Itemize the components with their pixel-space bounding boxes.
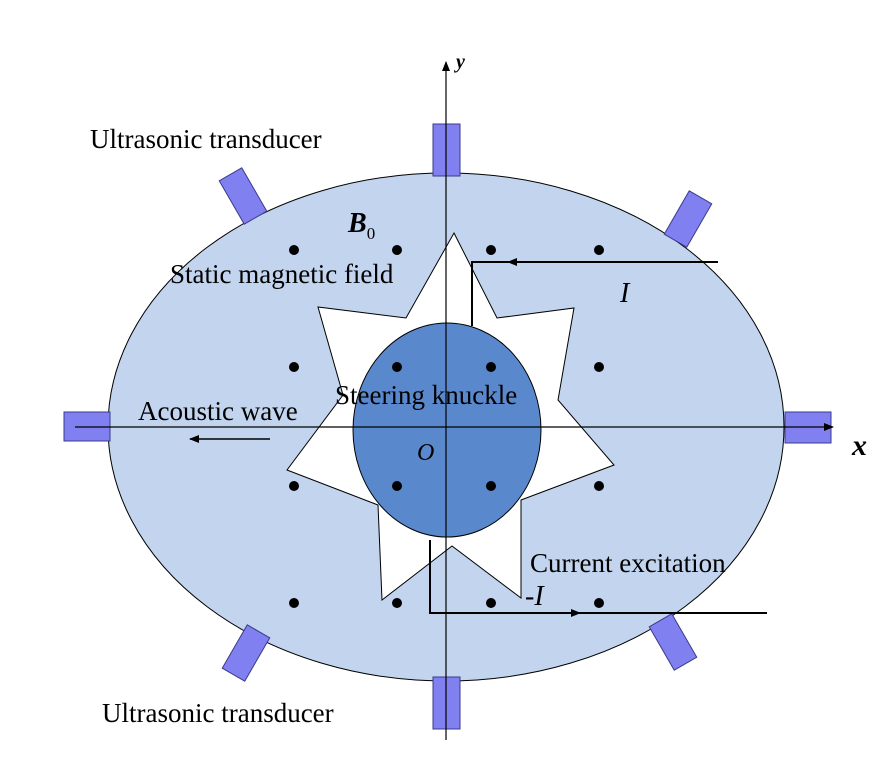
field-dot (594, 362, 604, 372)
field-dot (486, 362, 496, 372)
field-dot (392, 362, 402, 372)
label-acoustic-wave: Acoustic wave (138, 396, 298, 426)
current-path-upper (471, 261, 718, 326)
label-b0: B0 (347, 208, 375, 243)
field-dot (289, 362, 299, 372)
field-dot (392, 598, 402, 608)
transducer-lower-left (221, 624, 271, 682)
current-path-lower (429, 540, 767, 614)
label-current-plus: I (619, 278, 631, 309)
label-current-excitation: Current excitation (530, 548, 726, 578)
label-static-field: Static magnetic field (170, 259, 394, 289)
field-dot (289, 598, 299, 608)
field-dot (486, 598, 496, 608)
label-transducer-bottom: Ultrasonic transducer (102, 698, 334, 728)
field-dot (289, 245, 299, 255)
label-axis-x: x (851, 429, 867, 462)
steering-knuckle-body (352, 322, 542, 538)
field-dot (594, 481, 604, 491)
field-dot (392, 245, 402, 255)
label-origin: O (417, 440, 434, 466)
field-dot (594, 598, 604, 608)
field-dot-grid (289, 245, 604, 608)
field-dot (594, 245, 604, 255)
transducer-upper-right (663, 190, 713, 248)
label-current-minus: -I (525, 581, 545, 612)
label-transducer-top: Ultrasonic transducer (90, 124, 322, 154)
transducer-upper-left (218, 167, 268, 225)
field-dot (486, 481, 496, 491)
field-dot (392, 481, 402, 491)
label-steering-knuckle: Steering knuckle (335, 380, 517, 410)
field-dot (486, 245, 496, 255)
label-axis-y: y (454, 51, 465, 73)
transducer-lower-right (648, 613, 698, 671)
field-dot (289, 481, 299, 491)
